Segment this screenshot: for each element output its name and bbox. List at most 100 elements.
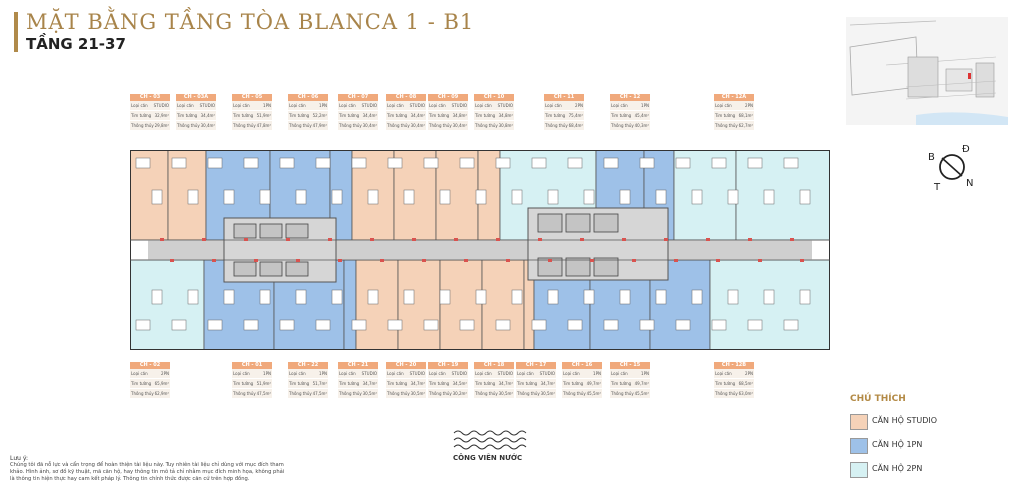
unit-card-value: 47,5m²: [312, 391, 327, 396]
unit-card-label: Tim tường: [131, 113, 152, 118]
unit-card-value: 45,4m²: [634, 113, 649, 118]
bed-icon: [675, 157, 691, 169]
unit-card-value: 1PN: [263, 371, 271, 376]
bed-icon: [567, 157, 583, 169]
bed-icon: [171, 319, 187, 331]
unit-card-value: 51,7m²: [312, 381, 327, 386]
door-marker: [422, 259, 426, 262]
bed-icon: [711, 319, 727, 331]
unit-card-label: Thông thủy: [715, 123, 738, 128]
apartment-unit: [343, 259, 357, 350]
unit-card-value: 62,9m²: [154, 391, 169, 396]
bed-icon: [315, 157, 331, 169]
bath-icon: [187, 189, 199, 205]
bed-icon: [351, 157, 367, 169]
bath-icon: [583, 289, 595, 305]
unit-card-label: Loại căn: [339, 371, 356, 376]
bed-icon: [207, 319, 223, 331]
legend-label-two-bed: CĂN HỘ 2PN: [872, 464, 923, 473]
unit-card-label: Thông thủy: [715, 391, 738, 396]
legend-label-one-bed: CĂN HỘ 1PN: [872, 440, 923, 449]
unit-card-label: Thông thủy: [545, 123, 568, 128]
unit-card-value: 1PN: [641, 371, 649, 376]
unit-card-label: Loại căn: [715, 371, 732, 376]
bed-icon: [207, 157, 223, 169]
unit-card-value: 62,7m²: [738, 123, 753, 128]
apartment-unit: [397, 259, 441, 350]
bed-icon: [387, 319, 403, 331]
bath-icon: [583, 189, 595, 205]
unit-card-label: Tim tường: [611, 381, 632, 386]
unit-card-label: Tim tường: [715, 381, 736, 386]
unit-card-label: Tim tường: [429, 113, 450, 118]
bath-icon: [439, 189, 451, 205]
unit-card-label: Tim tường: [339, 113, 360, 118]
bed-icon: [315, 319, 331, 331]
unit-code: CH - 01: [232, 362, 272, 369]
unit-card-label: Tim tường: [475, 381, 496, 386]
apartment-unit: [439, 259, 483, 350]
unit-card-label: Thông thủy: [339, 123, 362, 128]
door-marker: [170, 259, 174, 262]
bed-icon: [459, 157, 475, 169]
unit-card-value: 30,4m²: [200, 123, 215, 128]
apartment-unit: [130, 259, 205, 350]
bath-icon: [655, 189, 667, 205]
unit-card-value: 30,5m²: [362, 391, 377, 396]
compass-rose-icon: [939, 154, 965, 180]
bed-icon: [243, 319, 259, 331]
bed-icon: [783, 157, 799, 169]
note-title: Lưu ý:: [10, 455, 28, 462]
bath-icon: [331, 289, 343, 305]
bed-icon: [747, 319, 763, 331]
bed-icon: [495, 157, 511, 169]
unit-card-label: Loại căn: [387, 371, 404, 376]
unit-card-label: Loại căn: [429, 103, 446, 108]
door-marker: [716, 259, 720, 262]
unit-card-label: Thông thủy: [517, 391, 540, 396]
unit-card-value: STUDIO: [361, 103, 377, 108]
unit-card-value: STUDIO: [451, 103, 467, 108]
unit-card-value: 40,3m²: [634, 123, 649, 128]
page-title: MẶT BẰNG TẦNG TÒA BLANCA 1 - B1: [26, 10, 475, 34]
unit-card-label: Loại căn: [475, 371, 492, 376]
bed-icon: [171, 157, 187, 169]
door-marker: [506, 259, 510, 262]
door-marker: [548, 259, 552, 262]
unit-card-value: 65,9m²: [154, 381, 169, 386]
unit-card-value: 68,4m²: [568, 123, 583, 128]
bed-icon: [783, 319, 799, 331]
bath-icon: [295, 289, 307, 305]
door-marker: [412, 238, 416, 241]
bed-icon: [639, 157, 655, 169]
unit-code: CH - 07: [338, 94, 378, 101]
unit-card-value: 1PN: [641, 103, 649, 108]
unit-code: CH - 21: [338, 362, 378, 369]
door-marker: [160, 238, 164, 241]
unit-card-value: 30,5m²: [540, 391, 555, 396]
unit-card-value: 29,8m²: [154, 123, 169, 128]
